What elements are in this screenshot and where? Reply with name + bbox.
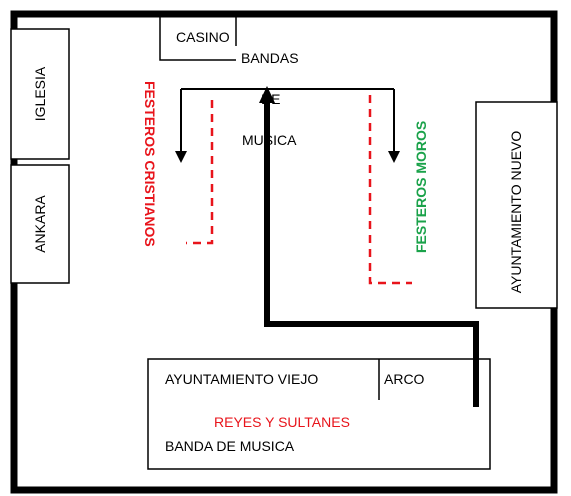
arco-label: ARCO xyxy=(384,371,425,387)
festeros-cristianos-label: FESTEROS CRISTIANOS xyxy=(142,81,158,247)
ayuntamiento-nuevo-label: AYUNTAMIENTO NUEVO xyxy=(508,130,524,294)
cristianos-route xyxy=(186,100,214,245)
ankara-label: ANKARA xyxy=(32,195,48,253)
iglesia-label: IGLESIA xyxy=(32,66,48,122)
ayuntamiento-viejo-box xyxy=(147,358,491,470)
ayuntamiento-viejo-label: AYUNTAMIENTO VIEJO xyxy=(165,371,319,387)
festeros-moros-label: FESTEROS MOROS xyxy=(413,120,429,253)
main-route-arrowhead xyxy=(259,86,275,103)
ankara-box xyxy=(10,164,70,284)
casino-label: CASINO xyxy=(176,29,230,45)
bandas-label: BANDAS xyxy=(241,50,299,66)
right-arrow-head xyxy=(388,151,400,163)
casino-box xyxy=(159,16,236,61)
banda-de-musica-label: BANDA DE MUSICA xyxy=(165,438,295,454)
ayuntamiento-nuevo-box xyxy=(475,101,558,309)
main-route xyxy=(264,100,479,407)
de-label: DE xyxy=(261,91,281,107)
musica-label: MUSICA xyxy=(242,132,297,148)
reyes-y-sultanes-label: REYES Y SULTANES xyxy=(214,414,350,430)
moros-route xyxy=(368,95,412,285)
iglesia-box xyxy=(10,28,70,160)
left-arrow-head xyxy=(175,151,187,163)
